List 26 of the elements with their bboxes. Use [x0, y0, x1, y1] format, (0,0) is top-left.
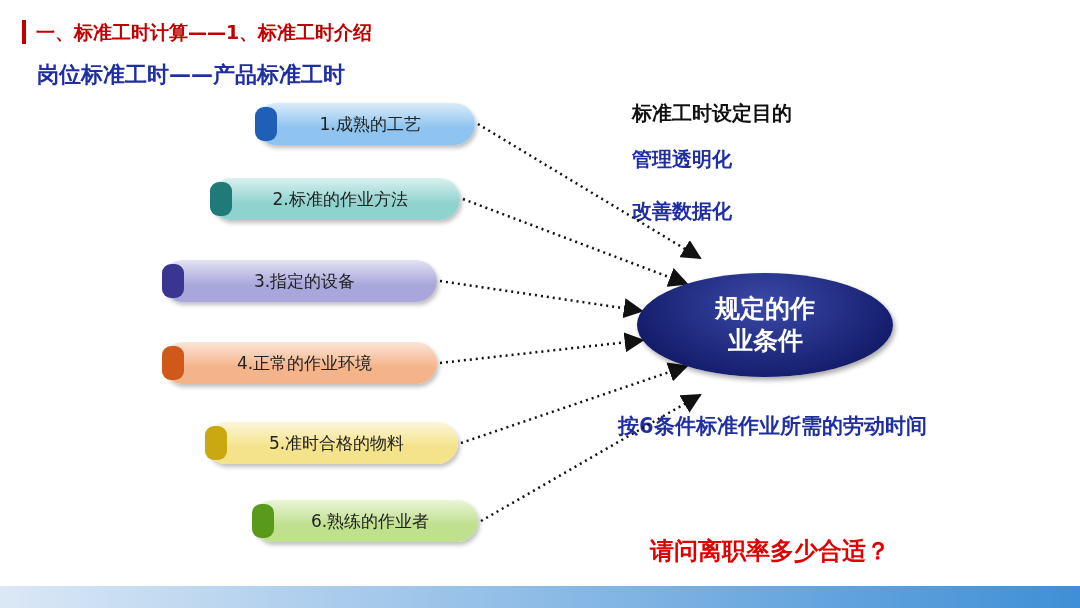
- text-label: 管理透明化: [632, 146, 732, 173]
- dotted-arrow: [439, 332, 645, 365]
- ellipse-text: 规定的作业条件: [714, 293, 816, 357]
- pill-text: 5.准时合格的物料: [268, 431, 405, 455]
- pill-text: 4.正常的作业环境: [236, 351, 373, 375]
- dotted-arrow: [460, 362, 689, 445]
- text-label: 按6条件标准作业所需的劳动时间: [618, 413, 927, 440]
- pill-box: [255, 103, 475, 145]
- text-label: 岗位标准工时——产品标准工时: [37, 61, 345, 89]
- text-label: 标准工时设定目的: [632, 100, 792, 127]
- pill-box: [162, 260, 437, 302]
- pill-text: 1.成熟的工艺: [319, 112, 421, 136]
- pill-text: 2.标准的作业方法: [272, 187, 408, 211]
- pill-box: [252, 500, 478, 542]
- dotted-arrow: [477, 122, 702, 260]
- dotted-arrow: [462, 197, 689, 287]
- text-label: 请问离职率多少合适？: [650, 536, 890, 567]
- pill-box: [162, 342, 437, 384]
- pill-text: 3.指定的设备: [253, 269, 356, 293]
- text-label: 改善数据化: [632, 198, 732, 225]
- slide-heading: 一、标准工时计算——1、标准工时介绍: [22, 20, 373, 44]
- pill-text: 6.熟练的作业者: [310, 509, 430, 533]
- dotted-arrow: [480, 393, 702, 523]
- pill-box: [210, 178, 460, 220]
- pill-box: [205, 422, 458, 464]
- dotted-arrow: [439, 279, 644, 319]
